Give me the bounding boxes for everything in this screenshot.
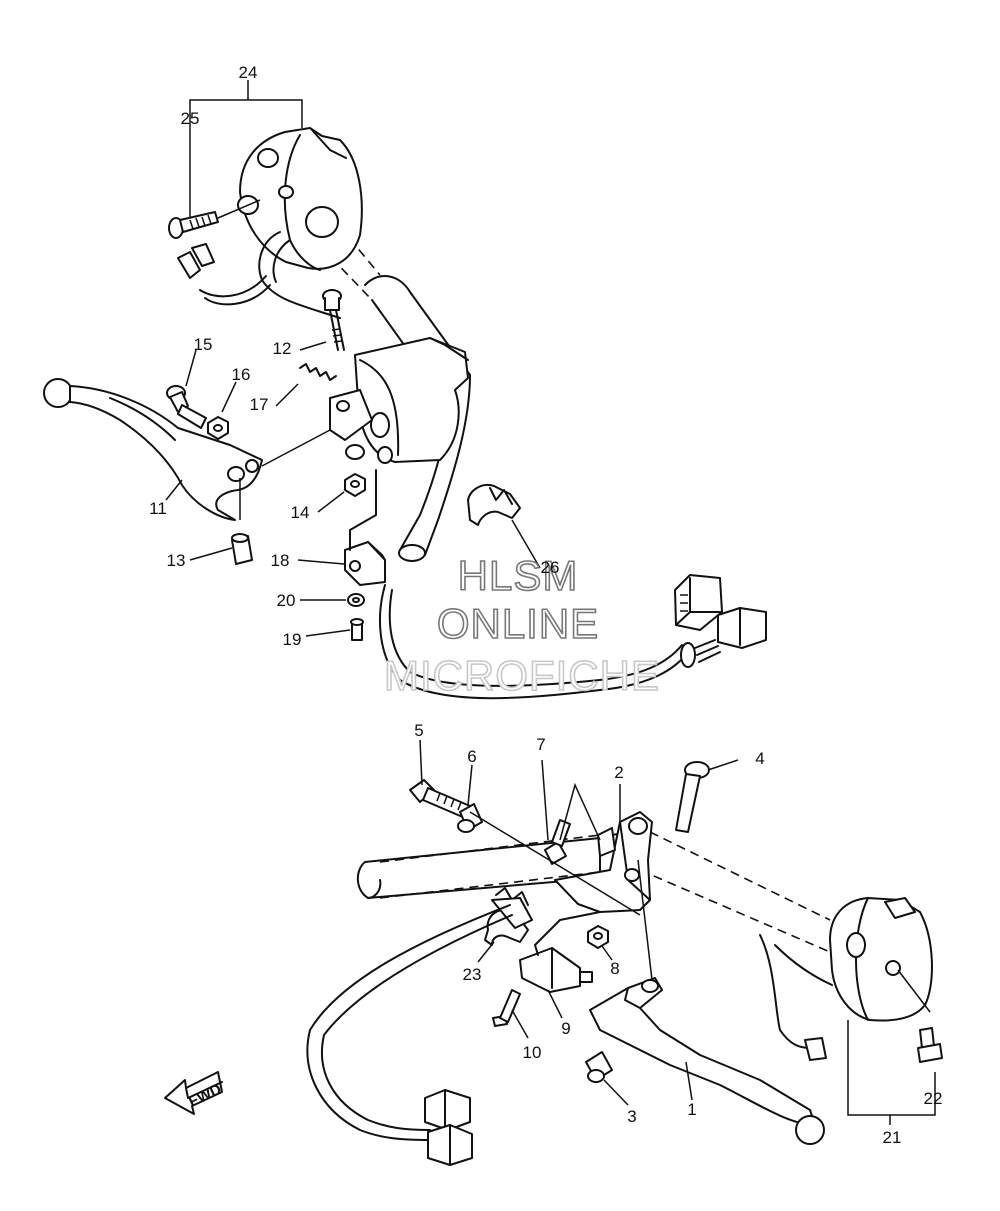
callout-19: 19 xyxy=(283,630,302,649)
screw-7 xyxy=(544,819,571,865)
callout-5: 5 xyxy=(414,721,423,740)
callout-25: 25 xyxy=(181,109,200,128)
callout-10: 10 xyxy=(523,1043,542,1062)
callout-17: 17 xyxy=(250,395,269,414)
clutch-lever-1 xyxy=(589,977,825,1145)
callout-21: 21 xyxy=(883,1128,902,1147)
callout-3: 3 xyxy=(627,1107,636,1126)
leader-lines xyxy=(165,80,936,1125)
watermark: HLSM ONLINE MICROFICHE xyxy=(383,551,660,700)
callout-7: 7 xyxy=(536,735,545,754)
bolt-5 xyxy=(409,779,471,819)
screw-19 xyxy=(350,618,364,641)
callout-16: 16 xyxy=(232,365,251,384)
clutch-switch-9 xyxy=(519,911,601,993)
callout-20: 20 xyxy=(277,591,296,610)
callout-11: 11 xyxy=(149,499,167,518)
callout-12: 12 xyxy=(273,339,292,358)
spring-17 xyxy=(299,363,337,381)
screw-25 xyxy=(168,211,219,239)
screw-10 xyxy=(492,989,521,1027)
brake-lever-11 xyxy=(43,378,263,521)
nut-14 xyxy=(344,473,366,497)
left-handlebar-switch xyxy=(199,127,363,319)
right-handlebar-switch xyxy=(774,897,933,1022)
watermark-line-2: ONLINE xyxy=(437,600,599,647)
callout-6: 6 xyxy=(467,747,476,766)
collar-13 xyxy=(231,533,253,565)
callout-22: 22 xyxy=(924,1089,943,1108)
wire-harness-lower xyxy=(306,904,513,1166)
callout-4: 4 xyxy=(755,749,764,768)
callout-9: 9 xyxy=(561,1019,570,1038)
brake-master-cylinder xyxy=(329,337,469,464)
screw-22 xyxy=(917,1027,943,1063)
collar-3 xyxy=(585,1051,613,1083)
watermark-line-1: HLSM xyxy=(458,552,579,599)
callout-18: 18 xyxy=(271,551,290,570)
collar-6 xyxy=(457,803,483,833)
callout-8: 8 xyxy=(610,959,619,978)
nut-8 xyxy=(587,925,609,949)
wire-harness-upper xyxy=(379,574,767,700)
nut-16 xyxy=(207,416,229,440)
wire-terminal-clip xyxy=(177,243,215,279)
wire-clamp-23 xyxy=(484,887,533,946)
callout-26: 26 xyxy=(541,558,560,577)
right-switch-wire xyxy=(759,934,827,1061)
callout-labels: 24 25 15 12 16 17 11 14 13 18 26 20 19 5… xyxy=(149,63,942,1147)
callout-14: 14 xyxy=(291,503,310,522)
fwd-arrow: FWD xyxy=(164,1071,224,1115)
callout-2: 2 xyxy=(614,763,623,782)
callout-1: 1 xyxy=(687,1100,696,1119)
watermark-line-3: MICROFICHE xyxy=(384,652,660,699)
bolt-4 xyxy=(675,761,710,833)
brake-switch-18 xyxy=(344,469,386,586)
washer-20 xyxy=(347,593,365,607)
callout-15: 15 xyxy=(194,335,213,354)
wire-clamp-26 xyxy=(467,484,521,526)
bolt-15 xyxy=(166,385,207,429)
callout-24: 24 xyxy=(239,63,258,82)
bolt-12 xyxy=(322,289,345,351)
callout-23: 23 xyxy=(463,965,482,984)
callout-13: 13 xyxy=(167,551,186,570)
lever-holder-2 xyxy=(554,811,653,913)
